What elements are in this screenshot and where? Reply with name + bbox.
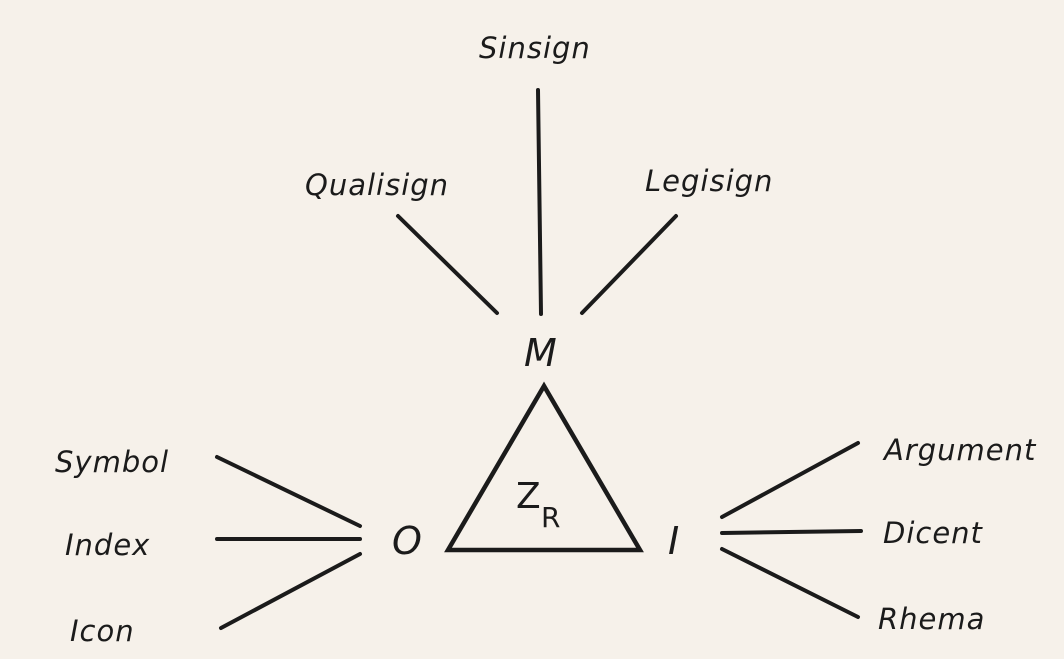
node-o-label: O <box>392 519 422 563</box>
label-rhema: Rhema <box>878 602 985 636</box>
label-index: Index <box>65 528 150 562</box>
node-i-label: I <box>668 519 679 563</box>
ray-symbol <box>215 455 362 528</box>
ray-icon <box>219 552 362 630</box>
label-icon: Icon <box>70 614 135 648</box>
label-argument: Argument <box>882 433 1037 467</box>
ray-legisign <box>580 214 678 315</box>
ray-dicent <box>720 529 863 535</box>
center-triangle <box>444 381 644 553</box>
center-subscript: R <box>541 501 560 534</box>
ray-sinsign <box>536 88 543 316</box>
ray-argument <box>720 441 860 519</box>
label-qualisign: Qualisign <box>305 168 449 202</box>
center-symbol: Z <box>516 476 541 517</box>
label-legisign: Legisign <box>645 164 773 198</box>
label-sinsign: Sinsign <box>479 31 591 65</box>
label-symbol: Symbol <box>55 445 169 479</box>
ray-rhema <box>720 547 860 619</box>
ray-qualisign <box>396 214 499 315</box>
label-dicent: Dicent <box>883 516 984 550</box>
node-m-label: M <box>524 331 557 375</box>
